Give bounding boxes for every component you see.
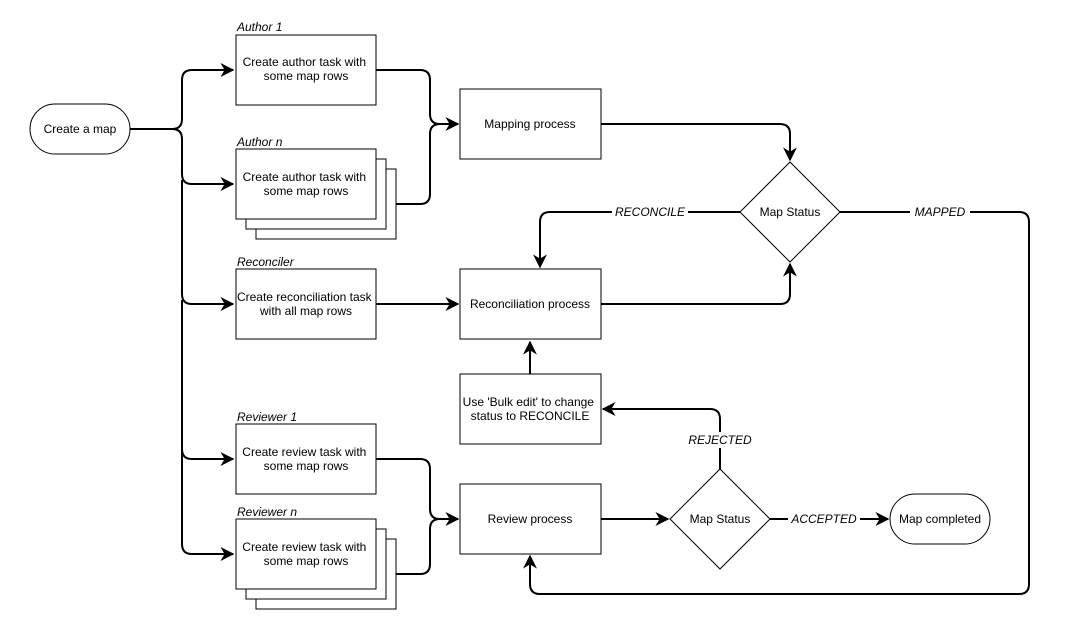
node-map-completed-label: Map completed [899,512,981,526]
edge-authorn-to-mapping [396,123,441,205]
node-review-process-label: Review process [488,512,573,526]
node-map-status-top: Map Status [739,161,841,263]
node-map-status-bottom: Map Status [669,468,771,570]
node-mapping-process-label: Mapping process [484,117,575,131]
node-review-process: Review process [459,483,602,555]
node-map-completed: Map completed [889,493,991,545]
node-reconciliation-process: Reconciliation process [459,268,602,340]
edge-create-to-author1 [130,63,235,130]
lane-label-authorn: Author n [236,135,283,149]
node-reconciler-task: Create reconciliation task with all map … [235,268,377,340]
node-authorn-task-line1: Create author task with [243,170,366,184]
edge-reconciliation-to-status [601,262,797,305]
lane-label-reviewern: Reviewer n [237,505,297,519]
lane-label-reconciler: Reconciler [237,255,295,269]
edge-status-mapped-to-review [523,211,1030,595]
node-map-status-bottom-label: Map Status [690,512,751,526]
lane-label-reviewer1: Reviewer 1 [237,410,297,424]
edge-reviewern-to-review [396,518,441,575]
node-reconciler-task-line1: Create reconciliation task [237,290,373,304]
node-reconciler-task-line2: with all map rows [259,304,352,318]
node-map-status-top-label: Map Status [760,205,821,219]
node-mapping-process: Mapping process [459,88,602,160]
node-reviewer1-task: Create review task with some map rows [235,423,377,495]
node-author1-task-line1: Create author task with [243,55,366,69]
lane-label-author1: Author 1 [236,20,282,34]
edge-label-mapped: MAPPED [915,205,966,219]
node-bulk-edit-line2: status to RECONCILE [471,409,590,423]
edge-label-accepted: ACCEPTED [790,512,857,526]
edge-reviewer1-to-review [376,458,460,526]
edge-labels: RECONCILE MAPPED REJECTED ACCEPTED [612,204,970,527]
node-reviewer1-task-line1: Create review task with [242,445,366,459]
nodes: Create a map Author 1 Create author task… [29,20,991,610]
edge-mapping-to-status [601,123,797,162]
node-reviewern-task-line1: Create review task with [242,540,366,554]
edge-author1-to-mapping [376,69,460,131]
edge-status-rejected-to-bulkedit [601,402,721,469]
svg-text:Create reconciliation task: Create reconciliation task with all map … [237,290,375,318]
edge-create-to-reviewern [181,450,235,561]
node-bulk-edit: Use 'Bulk edit' to change status to RECO… [459,373,602,445]
node-authorn-task: Create author task with some map rows [235,148,397,240]
svg-text:Use 'Bulk edit' to change: Use 'Bulk edit' to change status to RECO… [463,395,598,423]
node-author1-task: Create author task with some map rows [235,34,377,106]
node-reviewern-task-line2: some map rows [264,554,349,568]
edge-status-to-reconciliation [533,211,740,269]
node-bulk-edit-line1: Use 'Bulk edit' to change [463,395,595,409]
edge-label-rejected: REJECTED [688,433,752,447]
svg-text:Create review task with: Create review task with some map rows [242,445,369,473]
svg-text:Create author task with: Create author task with some map rows [243,55,370,83]
node-create-map: Create a map [29,103,131,155]
edge-create-to-authorn [171,128,235,191]
node-author1-task-line2: some map rows [264,69,349,83]
node-reviewern-task: Create review task with some map rows [235,518,397,610]
edge-create-to-reconciler [181,180,235,311]
svg-text:Create review task with: Create review task with some map rows [242,540,369,568]
node-reviewer1-task-line2: some map rows [264,459,349,473]
node-authorn-task-line2: some map rows [264,184,349,198]
node-reconciliation-process-label: Reconciliation process [470,297,590,311]
node-create-map-label: Create a map [44,122,117,136]
svg-text:Create author task with: Create author task with some map rows [243,170,370,198]
edge-create-to-reviewer1 [181,300,235,466]
edge-label-reconcile: RECONCILE [615,205,686,219]
